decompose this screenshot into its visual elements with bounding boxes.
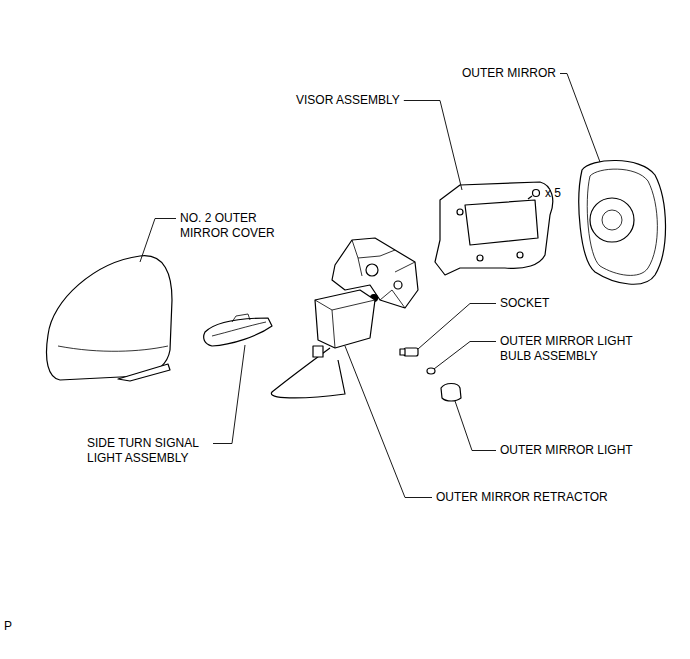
leader-line xyxy=(455,401,496,451)
leader-line xyxy=(213,345,245,444)
part-label: VISOR ASSEMBLY xyxy=(296,93,400,108)
part-label: OUTER MIRROR LIGHT BULB ASSEMBLY xyxy=(500,334,640,364)
screw xyxy=(528,190,540,200)
part-label: P xyxy=(4,619,12,634)
leader-line xyxy=(404,101,462,191)
leader-line xyxy=(560,74,600,163)
outer-mirror-light xyxy=(441,384,461,402)
socket xyxy=(400,348,418,356)
part-label: SOCKET xyxy=(500,296,549,311)
part-label: OUTER MIRROR LIGHT xyxy=(500,443,633,458)
part-label: OUTER MIRROR xyxy=(462,66,556,81)
turn-signal xyxy=(204,314,272,346)
leader-line xyxy=(345,346,432,498)
leader-line xyxy=(418,304,496,350)
bulb xyxy=(427,368,435,374)
mirror-cover xyxy=(47,256,173,381)
leader-line xyxy=(140,219,176,263)
part-label: SIDE TURN SIGNAL LIGHT ASSEMBLY xyxy=(87,436,209,466)
part-label: NO. 2 OUTER MIRROR COVER xyxy=(180,211,278,241)
part-label: OUTER MIRROR RETRACTOR xyxy=(436,490,608,505)
leader-line xyxy=(434,342,496,370)
mirror-retractor xyxy=(271,238,418,398)
part-label: x 5 xyxy=(545,186,561,201)
outer-mirror xyxy=(579,160,666,284)
visor-assembly xyxy=(435,182,553,275)
